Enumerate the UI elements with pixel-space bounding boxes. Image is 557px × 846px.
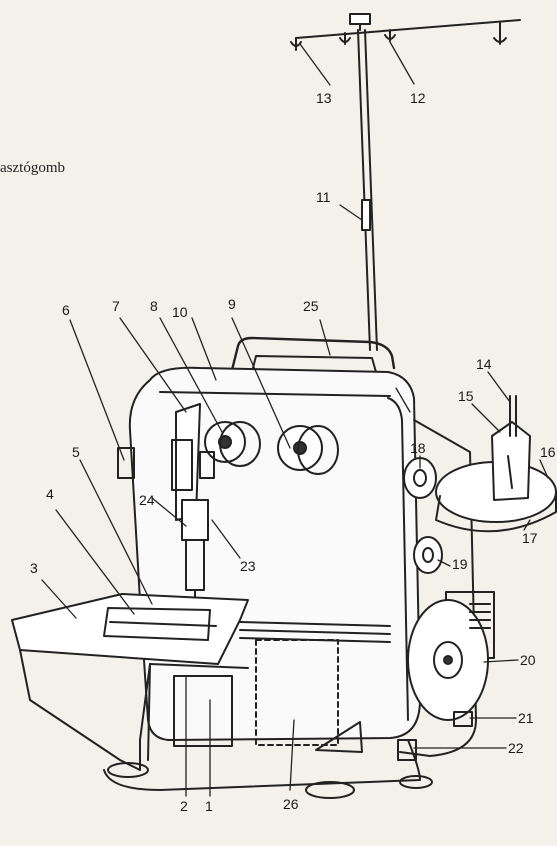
callout-4: 4	[46, 486, 54, 502]
callout-17: 17	[522, 530, 538, 546]
callout-12: 12	[410, 90, 426, 106]
callout-24: 24	[139, 492, 155, 508]
callout-3: 3	[30, 560, 38, 576]
callout-14: 14	[476, 356, 492, 372]
callout-5: 5	[72, 444, 80, 460]
callout-15: 15	[458, 388, 474, 404]
callout-9: 9	[228, 296, 236, 312]
tension-dials	[204, 421, 339, 475]
machine-foot	[107, 762, 149, 778]
callout-16: 16	[540, 444, 556, 460]
needle-assembly	[117, 403, 215, 611]
cropped-caption-text: asztógomb	[0, 160, 65, 176]
callout-1: 1	[205, 798, 213, 814]
callout-26: 26	[283, 796, 299, 812]
callout-23: 23	[240, 558, 256, 574]
callout-21: 21	[518, 710, 534, 726]
callout-11: 11	[316, 189, 331, 205]
side-mechanisms	[397, 395, 557, 761]
callout-6: 6	[62, 302, 70, 318]
callout-2: 2	[180, 798, 188, 814]
callout-22: 22	[508, 740, 524, 756]
callout-13: 13	[316, 90, 332, 106]
carry-handle	[230, 336, 396, 372]
callout-19: 19	[452, 556, 468, 572]
callout-8: 8	[150, 298, 158, 314]
callout-7: 7	[112, 298, 120, 314]
callout-18: 18	[410, 440, 426, 456]
callout-20: 20	[520, 652, 536, 668]
machine-foot	[399, 775, 433, 789]
thread-stand	[290, 13, 521, 351]
machine-foot	[305, 781, 355, 799]
leader-lines	[41, 41, 549, 797]
callout-25: 25	[303, 298, 319, 314]
callout-10: 10	[172, 304, 188, 320]
